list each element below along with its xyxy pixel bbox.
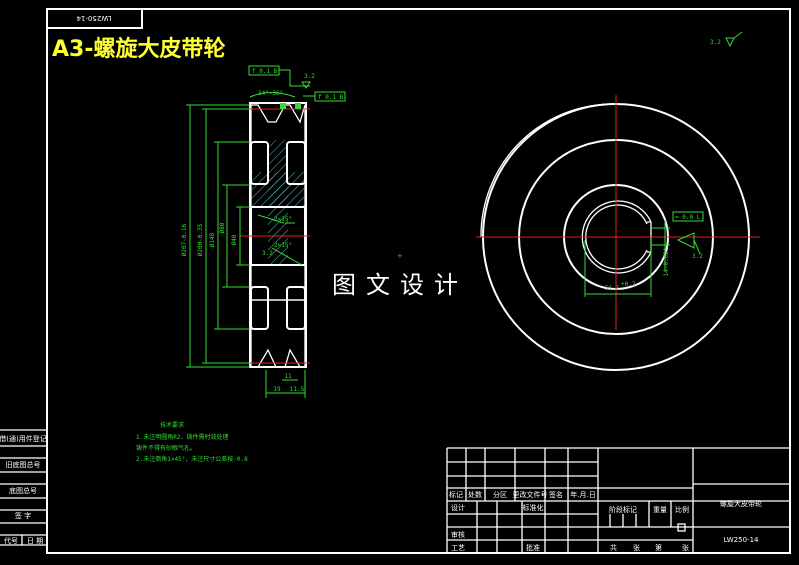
svg-text:19: 19 — [273, 386, 281, 393]
svg-text:共: 共 — [610, 543, 617, 552]
svg-text:f 0.1 B: f 0.1 B — [252, 68, 278, 75]
svg-text:更改文件号: 更改文件号 — [513, 490, 548, 499]
svg-text:铸件不得有砂眼气孔。: 铸件不得有砂眼气孔。 — [136, 444, 196, 452]
end-view-dimensions: 51.1 +0.2 14-0.021 = 0.0 L 3.2 — [584, 211, 704, 297]
svg-text:阶段标记: 阶段标记 — [609, 505, 637, 514]
roughness-note: 3.2 — [710, 31, 743, 48]
svg-text:+0.2: +0.2 — [621, 281, 636, 288]
technical-notes: 技术要求 1.未注明圆角R2，铸件需时效处理 铸件不得有砂眼气孔。 2.未注倒角… — [136, 421, 248, 463]
svg-text:Ø207-0.16: Ø207-0.16 — [181, 223, 188, 256]
part-name: 螺旋大皮带轮 — [720, 499, 762, 508]
svg-text:标准化: 标准化 — [523, 503, 544, 512]
svg-text:Ø80: Ø80 — [219, 222, 226, 233]
svg-text:标记: 标记 — [449, 490, 463, 499]
svg-text:底图总号: 底图总号 — [9, 486, 37, 495]
svg-text:比例: 比例 — [675, 505, 689, 514]
svg-text:审核: 审核 — [451, 530, 465, 539]
svg-text:批准: 批准 — [526, 543, 540, 552]
cursor-mark: + — [397, 252, 403, 260]
svg-text:代号: 代号 — [4, 536, 18, 545]
section-view — [240, 102, 310, 368]
svg-text:张: 张 — [682, 543, 689, 552]
left-strip: 借(通)用件登记 旧底图总号 底图总号 签 字 日 期 代号 — [0, 429, 47, 546]
svg-text:= 0.0 L: = 0.0 L — [675, 214, 701, 221]
svg-text:年.月.日: 年.月.日 — [570, 490, 595, 499]
svg-text:签 字: 签 字 — [15, 511, 31, 520]
svg-text:51.1: 51.1 — [605, 285, 620, 292]
svg-text:旧底图总号: 旧底图总号 — [6, 460, 41, 469]
svg-text:1.未注明圆角R2，铸件需时效处理: 1.未注明圆角R2，铸件需时效处理 — [136, 433, 228, 441]
svg-text:11.5: 11.5 — [290, 386, 305, 393]
drawing-number: LW250-14 — [724, 536, 760, 544]
svg-text:设计: 设计 — [451, 503, 465, 512]
svg-text:分区: 分区 — [493, 490, 507, 499]
svg-text:2.未注倒角1×45°，未注尺寸公差按-0.8: 2.未注倒角1×45°，未注尺寸公差按-0.8 — [136, 455, 248, 463]
svg-text:签名: 签名 — [549, 490, 563, 499]
svg-text:3.2: 3.2 — [710, 39, 721, 46]
svg-text:Ø40: Ø40 — [231, 234, 238, 245]
svg-text:第: 第 — [655, 543, 662, 552]
svg-text:14-0.021: 14-0.021 — [663, 247, 670, 276]
svg-text:技术要求: 技术要求 — [160, 421, 184, 429]
svg-text:34°-36°: 34°-36° — [258, 90, 283, 97]
drawing-title: A3-螺旋大皮带轮 — [52, 36, 225, 62]
code-box — [46, 8, 143, 29]
svg-text:借(通)用件登记: 借(通)用件登记 — [0, 434, 47, 443]
svg-text:Ø148: Ø148 — [209, 232, 216, 247]
section-dimensions: Ø207-0.16 Ø200-0.35 Ø148 Ø80 Ø40 11 19 1… — [181, 65, 346, 398]
svg-text:工艺: 工艺 — [451, 544, 465, 552]
watermark: 图文设计 — [332, 271, 468, 299]
svg-text:日 期: 日 期 — [27, 537, 43, 545]
svg-text:重量: 重量 — [653, 506, 667, 514]
title-block: 标记 处数 分区 更改文件号 签名 年.月.日 设计 标准化 审核 工艺 批准 … — [446, 447, 790, 553]
svg-text:处数: 处数 — [468, 490, 482, 499]
end-view — [476, 95, 760, 371]
svg-text:f 0.1 B: f 0.1 B — [318, 94, 344, 101]
top-code: LW250-14 — [76, 14, 112, 22]
svg-text:3.2: 3.2 — [304, 73, 315, 80]
svg-text:11: 11 — [284, 373, 292, 380]
drawing-border — [46, 8, 791, 554]
svg-text:张: 张 — [633, 543, 640, 552]
svg-text:2×15°: 2×15° — [274, 242, 292, 249]
svg-text:Ø200-0.35: Ø200-0.35 — [197, 223, 204, 256]
svg-text:2×15°: 2×15° — [274, 216, 292, 223]
svg-text:3.2: 3.2 — [262, 250, 273, 257]
svg-text:3.2: 3.2 — [692, 253, 703, 260]
